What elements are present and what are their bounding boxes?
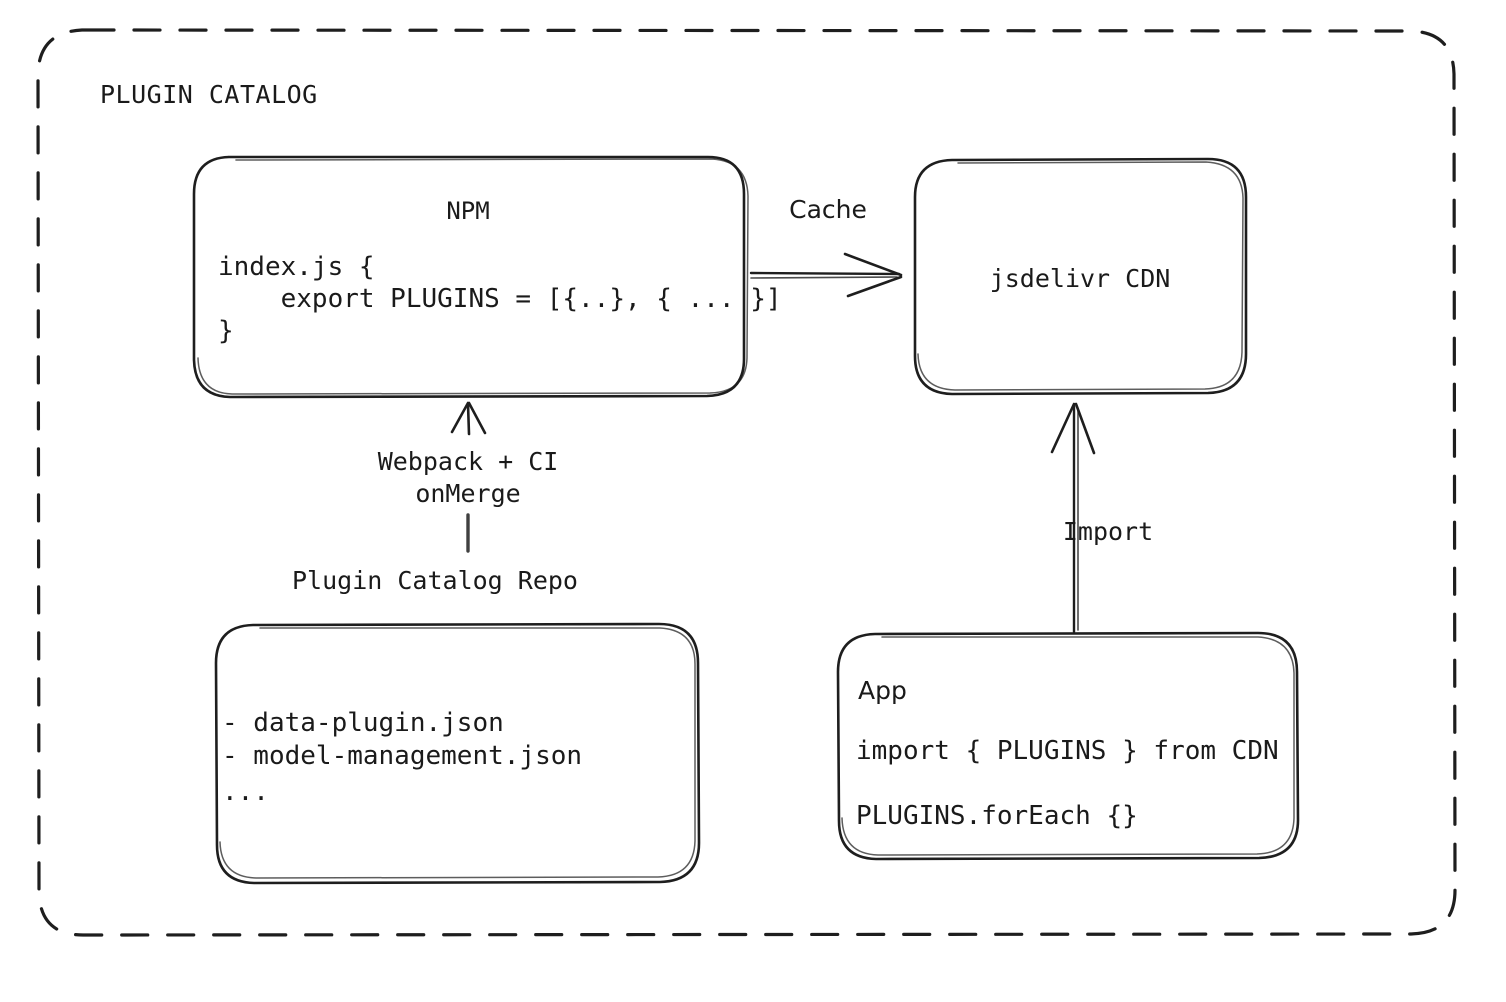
repo-node-title: Plugin Catalog Repo xyxy=(292,566,578,595)
repo-list-item: ... xyxy=(222,777,269,807)
npm-code-line: index.js { xyxy=(218,252,375,282)
repo-list-item: - model-management.json xyxy=(222,741,583,771)
npm-code-line: export PLUGINS = [{..}, { ... }] xyxy=(218,284,782,314)
npm-node-title: NPM xyxy=(446,197,490,225)
repo-list-item: - data-plugin.json xyxy=(222,708,504,738)
build-edge-label-line-2: onMerge xyxy=(415,479,521,508)
app-code-line: PLUGINS.forEach {} xyxy=(856,801,1138,831)
build-edge-label-line-1: Webpack + CI xyxy=(377,447,559,476)
page-title: PLUGIN CATALOG xyxy=(100,80,318,109)
npm-code-line: } xyxy=(218,316,234,346)
app-code-line: import { PLUGINS } from CDN xyxy=(856,736,1279,766)
cache-edge-label: Cache xyxy=(789,195,867,224)
cdn-node-title: jsdelivr CDN xyxy=(989,264,1171,293)
app-node-title: App xyxy=(858,676,907,705)
import-edge-label: Import xyxy=(1062,517,1154,546)
